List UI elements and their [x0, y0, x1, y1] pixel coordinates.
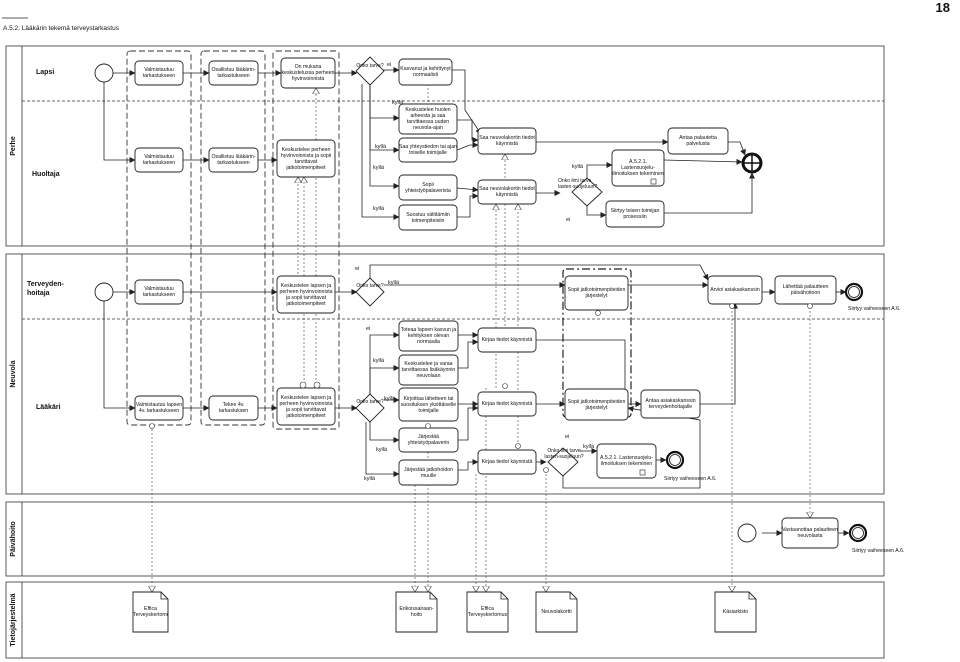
svg-text:ei: ei [355, 266, 359, 272]
task-saa-neuvolakortin-1 [477, 127, 537, 155]
pool-perhe: Perhe [5, 45, 885, 247]
gateways: Onko tarve? Onko ilmi tarve lasten-suoje… [355, 56, 603, 477]
task-lapsi-valmistautuu [134, 60, 184, 86]
gateway-huoltaja-huoli [355, 56, 385, 86]
task-th-keskustelee [276, 275, 336, 314]
task-saa-neuvolakortin-2 [477, 179, 537, 205]
doc-kasiarkisto [714, 591, 757, 633]
lane-label-lapsi: Lapsi [36, 69, 54, 76]
task-toteaa [398, 320, 459, 352]
gateway-laakari-huoli [355, 393, 385, 423]
task-kirjaa-3 [477, 449, 537, 475]
svg-text:kyllä: kyllä [364, 476, 376, 482]
doc-erikoissairaanhoito [395, 591, 438, 633]
task-kirjaa-2 [477, 391, 537, 417]
task-arvioi [707, 275, 763, 305]
gateway-th-huoli [355, 277, 385, 307]
pool-label-paivahoito: Päivähoito [10, 521, 17, 556]
svg-text:kyllä: kyllä [373, 206, 385, 212]
task-th-sopii [564, 275, 629, 311]
svg-text:kyllä: kyllä [572, 164, 584, 170]
svg-text:kyllä: kyllä [392, 100, 404, 106]
svg-text:kyllä: kyllä [376, 447, 388, 453]
task-kirjoittaa [398, 387, 459, 422]
end-event-paivahoito [848, 523, 868, 543]
svg-text:kyllä: kyllä [375, 144, 387, 150]
task-laakari-keskustelee [276, 387, 336, 426]
task-huoltaja-valmistautuu [134, 147, 184, 173]
pool-tietojarjestelma: Tietojärjestelmä [5, 581, 885, 659]
task-keskustelee-varaa [398, 354, 459, 386]
pool-paivahoito: Päivähoito [5, 501, 885, 577]
end-event-laakari [665, 450, 685, 470]
task-suostuu [398, 204, 458, 231]
documents: Effica Terveyskertomus Erikoissairaan-ho… [132, 591, 757, 633]
group-valmistautuu [126, 50, 192, 426]
gateway-laakari-ls [547, 447, 579, 477]
tasks: Valmistautuu tarkastukseen Osallistuu lä… [134, 57, 839, 549]
group-keskustelee [272, 50, 340, 430]
doc-effica-1 [132, 591, 169, 633]
task-kasvanut [398, 58, 453, 86]
task-laakari-valmistautuu [134, 395, 184, 421]
task-keskustelee-huolen [398, 103, 458, 135]
task-lahettaa [774, 275, 837, 305]
end-label-terveydenhoitaja: Siirtyy vaiheeseen A.6. [848, 306, 900, 312]
task-th-valmistautuu [134, 279, 184, 305]
task-huoltaja-keskustelee [276, 139, 336, 178]
end-event-huoltaja [741, 152, 763, 174]
edge-labels: ei kyllä kyllä kyllä kyllä kyllä ei kyll… [355, 62, 595, 482]
svg-text:kyllä: kyllä [388, 280, 400, 286]
svg-text:ei: ei [366, 326, 370, 332]
task-lapsi-mukana [280, 57, 336, 89]
figure-caption: A.5.2. Lääkärin tekemä terveystarkastus [3, 25, 120, 32]
task-siirtyy-toisen [605, 200, 665, 228]
pool-neuvola: Neuvola [5, 253, 885, 495]
task-kirjaa-1 [477, 327, 537, 353]
subprocess-marker-icon [650, 178, 657, 185]
svg-text:ei: ei [565, 434, 569, 440]
task-lapsi-osallistuu [208, 60, 259, 86]
end-label-paivahoito: Siirtyy vaiheeseen A.6. [852, 548, 904, 554]
task-huoltaja-osallistuu [208, 147, 259, 173]
task-lastensuojelu-2 [596, 443, 657, 479]
task-antaa-palautetta [667, 127, 729, 155]
group-osallistuu [200, 50, 266, 426]
start-event-paivahoito [737, 523, 757, 543]
pool-label-tietojarjestelma: Tietojärjestelmä [10, 593, 17, 646]
message-origin-markers [149, 303, 813, 473]
doc-effica-2 [466, 591, 509, 633]
task-laakari-sopii [564, 388, 629, 421]
svg-text:kyllä: kyllä [384, 396, 396, 402]
task-saa-yhteystiedon [398, 137, 458, 163]
pool-label-perhe: Perhe [10, 136, 17, 156]
task-jarjestaa-2 [398, 459, 459, 486]
start-event-lapsi [94, 63, 114, 83]
svg-text:kyllä: kyllä [373, 165, 385, 171]
task-lastensuojelu-1 [611, 149, 665, 187]
task-antaa-asiakas [640, 389, 701, 419]
svg-text:kyllä: kyllä [583, 444, 595, 450]
task-sopii-yhteistyo [398, 174, 458, 201]
svg-text:ei: ei [387, 62, 391, 68]
doc-neuvolakortti [535, 591, 578, 633]
task-vastaanottaa [781, 517, 839, 549]
end-event-terveydenhoitaja [844, 282, 864, 302]
lane-label-laakari: Lääkäri [36, 404, 61, 411]
task-tekee [208, 395, 259, 421]
lane-label-huoltaja: Huoltaja [32, 171, 60, 178]
subprocess-marker-icon-2 [639, 469, 646, 476]
svg-text:kyllä: kyllä [373, 358, 385, 364]
start-event-terveydenhoitaja [94, 282, 114, 302]
pool-label-neuvola: Neuvola [10, 360, 17, 387]
page-number: 18 [936, 0, 950, 15]
sequence-flows [103, 67, 850, 536]
lane-label-terveydenhoitaja: Terveyden-hoitaja [27, 281, 64, 297]
svg-text:ei: ei [566, 217, 570, 223]
end-label-laakari: Siirtyy vaiheeseen A.6. [664, 476, 716, 482]
gateway-huoltaja-ls [571, 177, 603, 207]
